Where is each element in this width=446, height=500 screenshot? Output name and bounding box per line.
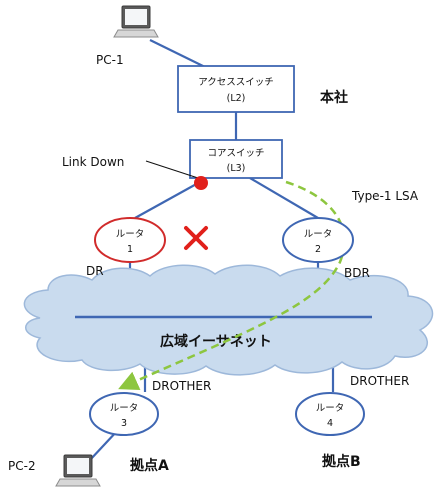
wan-cloud: [23, 264, 434, 376]
core-switch-label: コアスイッチ: [207, 148, 264, 159]
router2-role: BDR: [344, 266, 370, 280]
site-b-label: 拠点B: [322, 453, 361, 470]
access-switch-label: アクセススイッチ: [198, 77, 274, 88]
router3-number: 3: [121, 418, 127, 429]
headquarters-label: 本社: [320, 89, 348, 106]
link-down-label: Link Down: [62, 155, 124, 169]
core-switch: コアスイッチ (L3): [189, 139, 283, 179]
router-3: ルータ 3: [89, 392, 159, 436]
router-4: ルータ 4: [295, 392, 365, 436]
router-1: ルータ 1: [94, 217, 166, 263]
router4-role: DROTHER: [350, 374, 409, 388]
core-switch-layer: (L3): [227, 163, 246, 174]
router1-label: ルータ: [116, 229, 145, 240]
laptop-icon: [113, 5, 159, 38]
link-pc1-access: [149, 39, 206, 68]
cross-mark-icon: [184, 226, 208, 250]
router4-label: ルータ: [316, 403, 345, 414]
router1-role: DR: [86, 264, 104, 278]
access-switch-layer: (L2): [227, 93, 246, 104]
router2-number: 2: [315, 244, 321, 255]
link-down-pointer: [145, 160, 199, 179]
access-switch: アクセススイッチ (L2): [177, 65, 295, 113]
link-core-router2: [249, 177, 319, 219]
lsa-label: Type-1 LSA: [351, 189, 419, 203]
router-2: ルータ 2: [282, 217, 354, 263]
red-dot-icon: [194, 176, 208, 190]
site-a-label: 拠点A: [130, 457, 169, 474]
pc2-label: PC-2: [8, 459, 36, 473]
link-core-router1: [134, 181, 201, 219]
wan-label: 広域イーサネット: [160, 333, 272, 350]
router2-label: ルータ: [304, 229, 333, 240]
pc1-label: PC-1: [96, 53, 124, 67]
router3-label: ルータ: [110, 403, 139, 414]
router1-number: 1: [127, 244, 133, 255]
router4-number: 4: [327, 418, 333, 429]
router3-role: DROTHER: [152, 379, 211, 393]
laptop-icon: [55, 454, 101, 487]
lsa-flow-arrow: [118, 180, 346, 391]
